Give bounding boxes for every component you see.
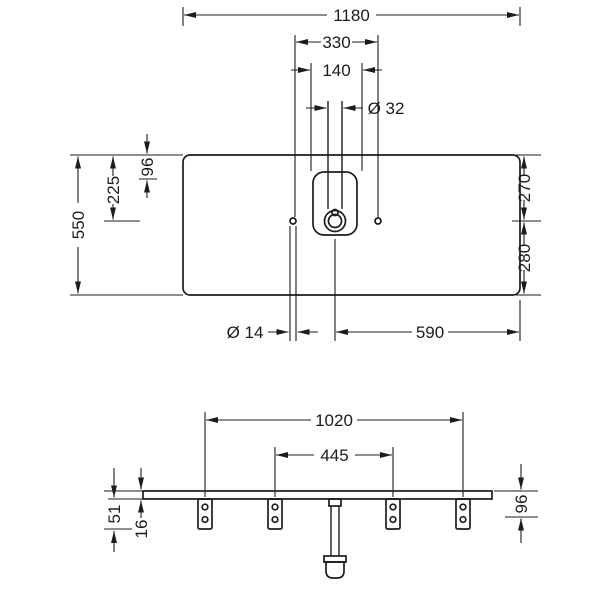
countertop-geometry [182,101,521,296]
dim-270-280: 270 280 [512,154,541,296]
dim-dia32-label: Ø 32 [368,99,405,118]
mounting-bracket-3 [385,498,401,530]
dim-445-label: 445 [320,446,348,465]
dim-1180: 1180 [182,6,521,26]
dim-1020-label: 1020 [315,411,353,430]
dim-16: 16 [126,468,151,538]
dim-330-label: 330 [322,33,350,52]
dim-96-top-label: 96 [138,158,157,177]
countertop-outline [182,154,521,296]
dim-225-label: 225 [104,176,123,204]
drain-hole [323,209,347,233]
dim-590: 590 [334,239,521,342]
dim-550: 550 [69,154,183,296]
mounting-bracket-4 [455,498,471,530]
dim-270-label: 270 [515,174,534,202]
drain-hole-ring [327,213,343,229]
drain-pipe [330,506,340,556]
dim-1020: 1020 [204,411,464,497]
drain-trap [323,498,347,579]
trap-collar [323,555,347,563]
trap-cup [325,561,345,579]
overflow-hole [331,208,339,217]
mounting-bracket-1 [197,498,213,530]
tap-body-lines [327,101,343,209]
dim-96-front: 96 [494,464,538,543]
dim-550-label: 550 [69,211,88,239]
front-view: 1020 445 96 16 [104,411,538,579]
dim-16-label: 16 [132,520,151,539]
dim-590-label: 590 [416,323,444,342]
dim-280-label: 280 [515,244,534,272]
dim-dia14-label: Ø 14 [227,323,264,342]
dim-140-label: 140 [322,61,350,80]
dim-96-front-label: 96 [512,495,531,514]
dim-330: 330 [294,33,379,217]
basin-cutout [312,171,358,236]
dim-dia14: Ø 14 [227,226,318,342]
fixing-hole-left [289,217,297,225]
console-geometry [142,490,493,579]
drain-tailpiece [328,498,342,507]
dim-140: 140 [291,61,382,171]
dim-dia32: Ø 32 [306,99,404,118]
console-slab [142,490,493,500]
top-view: 1180 330 140 Ø 32 [69,6,541,342]
dim-96-top: 96 [138,134,157,198]
fixing-hole-right [374,217,382,225]
dim-445: 445 [274,446,394,497]
dim-1180-label: 1180 [333,6,370,25]
dim-51-label: 51 [105,505,124,524]
dim-225: 225 [104,156,140,222]
dim-51: 51 [104,468,143,552]
mounting-bracket-2 [267,498,283,530]
